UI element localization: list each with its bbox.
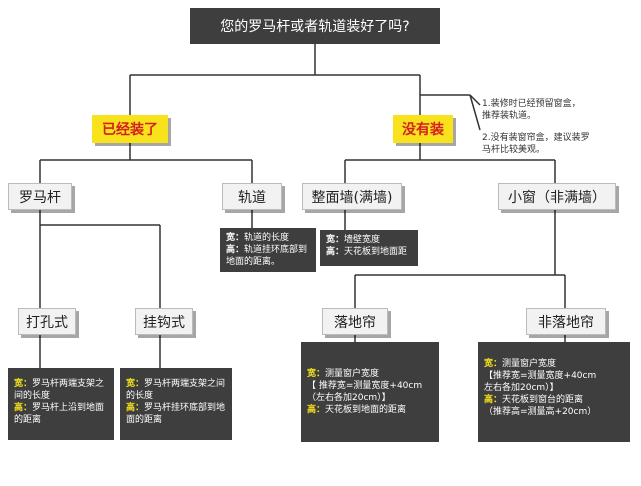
small-window-label: 小窗（非满墙） <box>508 189 606 206</box>
hook-type-node: 挂钩式 <box>135 308 193 335</box>
wall-w-val: 墙壁宽度 <box>344 235 381 245</box>
non-floor-curtain-node: 非落地帘 <box>526 308 606 335</box>
question-text: 您的罗马杆或者轨道装好了吗? <box>220 19 410 35</box>
installed-text: 已经装了 <box>102 122 158 138</box>
drill-type-label: 打孔式 <box>26 314 68 331</box>
full-wall-node: 整面墙(满墙) <box>302 183 402 210</box>
floor-w-key: 宽： <box>307 369 326 379</box>
nonfloor-h-val: 天花板到窗台的距离 <box>502 395 584 405</box>
floor-w-rec2: （左右各加20cm）】 <box>307 393 391 403</box>
drill-h-val: 罗马杆上沿到地面的距离 <box>14 403 105 425</box>
note-line-4: 马杆比较美观。 <box>482 145 546 155</box>
nonfloor-w-val: 测量窗户宽度 <box>502 359 557 369</box>
hook-w-key: 宽： <box>126 379 145 389</box>
nonfloor-h-rec: （推荐高=测量高+20cm） <box>484 407 597 417</box>
drill-h-key: 高： <box>14 403 33 413</box>
note-line-1: 1.装修时已经预留窗盒， <box>482 99 581 109</box>
wall-h-key: 高： <box>326 247 345 257</box>
hook-type-label: 挂钩式 <box>143 314 185 331</box>
hook-h-val: 罗马杆挂环底部到地面的距离 <box>126 403 226 425</box>
drill-w-key: 宽： <box>14 379 33 389</box>
wall-w-key: 宽： <box>326 235 345 245</box>
track-label: 轨道 <box>238 189 266 206</box>
floor-h-key: 高： <box>307 405 326 415</box>
question-box: 您的罗马杆或者轨道装好了吗? <box>190 8 440 44</box>
track-info-box: 宽：轨道的长度 高：轨道挂环底部到地面的距离。 <box>220 228 316 272</box>
track-h-val: 轨道挂环底部到地面的距离。 <box>226 245 308 267</box>
note-line-2: 推荐装轨道。 <box>482 111 537 121</box>
full-wall-label: 整面墙(满墙) <box>311 189 393 206</box>
drill-type-node: 打孔式 <box>18 308 76 335</box>
installed-box: 已经装了 <box>92 115 168 143</box>
drill-w-val: 罗马杆两端支架之间的长度 <box>14 379 105 401</box>
note-line-3: 2.没有装窗帘盒，建议装罗 <box>482 133 590 143</box>
non-floor-curtain-label: 非落地帘 <box>538 314 594 331</box>
nonfloor-w-key: 宽： <box>484 359 503 369</box>
roman-rod-label: 罗马杆 <box>19 189 61 206</box>
track-w-val: 轨道的长度 <box>244 233 290 243</box>
not-installed-text: 没有装 <box>402 122 444 138</box>
advice-notes: 1.装修时已经预留窗盒， 推荐装轨道。 2.没有装窗帘盒，建议装罗 马杆比较美观… <box>482 98 632 156</box>
floor-w-val: 测量窗户宽度 <box>325 369 380 379</box>
nonfloor-w-rec1: 【推荐宽=测量宽度+40cm <box>484 371 597 381</box>
roman-rod-node: 罗马杆 <box>8 183 72 210</box>
wall-h-val: 天花板到地面距 <box>344 247 408 257</box>
floor-w-rec1: 【 推荐宽=测量宽度+40cm <box>307 381 423 391</box>
nonfloor-info-box: 宽：测量窗户宽度 【推荐宽=测量宽度+40cm 左右各加20cm）】 高：天花板… <box>478 342 630 442</box>
small-window-node: 小窗（非满墙） <box>498 183 616 210</box>
track-node: 轨道 <box>222 183 282 210</box>
nonfloor-w-rec2: 左右各加20cm）】 <box>484 383 559 393</box>
hook-info-box: 宽：罗马杆两端支架之间的长度 高：罗马杆挂环底部到地面的距离 <box>120 368 232 440</box>
not-installed-box: 没有装 <box>393 115 453 143</box>
floor-curtain-node: 落地帘 <box>322 308 388 335</box>
hook-w-val: 罗马杆两端支架之间的长度 <box>126 379 226 401</box>
track-w-key: 宽： <box>226 233 245 243</box>
nonfloor-h-key: 高： <box>484 395 503 405</box>
floor-curtain-label: 落地帘 <box>334 314 376 331</box>
floor-info-box: 宽：测量窗户宽度 【 推荐宽=测量宽度+40cm （左右各加20cm）】 高：天… <box>301 342 439 442</box>
wall-info-box: 宽：墙壁宽度 高：天花板到地面距 <box>320 230 418 266</box>
hook-h-key: 高： <box>126 403 145 413</box>
drill-info-box: 宽：罗马杆两端支架之间的长度 高：罗马杆上沿到地面的距离 <box>8 368 114 440</box>
track-h-key: 高： <box>226 245 245 255</box>
floor-h-val: 天花板到地面的距离 <box>325 405 407 415</box>
